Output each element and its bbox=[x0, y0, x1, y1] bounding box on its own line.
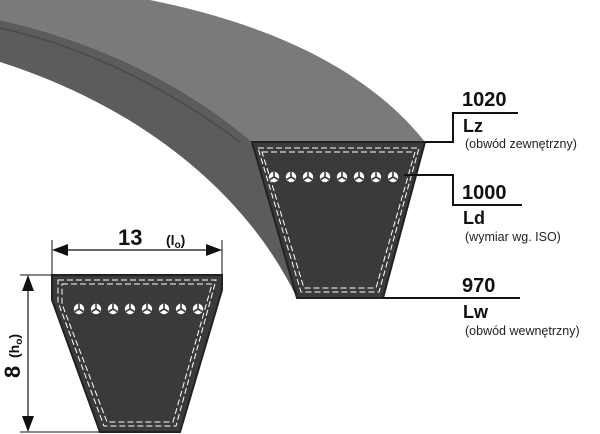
height-symbol: (h bbox=[6, 345, 22, 358]
width-symbol: (l bbox=[166, 232, 175, 248]
height-value: 8 bbox=[0, 366, 25, 378]
height-close: ) bbox=[6, 334, 22, 339]
svg-text:(lo): (lo) bbox=[166, 232, 185, 251]
belt-top-face bbox=[0, 0, 425, 142]
belt-side-face bbox=[0, 20, 297, 298]
width-dimension: 13 (lo) bbox=[51, 225, 223, 275]
inner-length-description: (obwód wewnętrzny) bbox=[465, 324, 580, 338]
outer-length-symbol: Lz bbox=[463, 116, 483, 136]
belt-cross-section-large bbox=[250, 141, 427, 299]
inner-length-symbol: Lw bbox=[463, 302, 489, 322]
outer-length-value: 1020 bbox=[462, 89, 507, 111]
width-subscript: o bbox=[175, 240, 181, 251]
datum-length-symbol: Ld bbox=[463, 208, 485, 228]
leader-line-datum bbox=[404, 174, 522, 206]
width-value: 13 bbox=[118, 225, 142, 250]
svg-text:(ho): (ho) bbox=[6, 334, 25, 358]
datum-length-description: (wymiar wg. ISO) bbox=[465, 230, 561, 244]
datum-length-value: 1000 bbox=[462, 182, 507, 204]
inner-length-value: 970 bbox=[462, 275, 495, 297]
height-subscript: o bbox=[14, 339, 25, 345]
width-close: ) bbox=[181, 232, 186, 248]
height-dimension: 8 (ho) bbox=[0, 274, 100, 433]
leader-line-outer bbox=[425, 112, 518, 143]
belt-cross-section-small bbox=[51, 274, 223, 433]
outer-length-description: (obwód zewnętrzny) bbox=[465, 137, 577, 151]
